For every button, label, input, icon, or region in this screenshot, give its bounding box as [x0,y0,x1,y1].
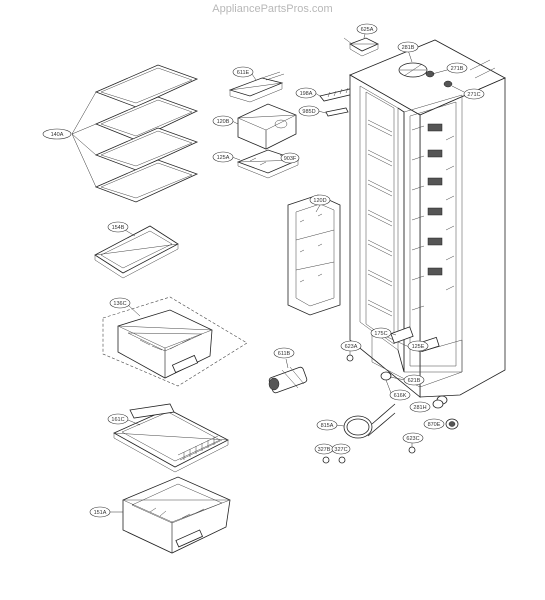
callout-271C: 271C [463,88,485,100]
glass-shelf-1[interactable] [94,64,199,108]
callout-label-151A: 151A [94,510,107,516]
callout-label-903F: 903F [284,156,297,162]
callout-label-625A: 625A [361,27,374,33]
callout-label-271B: 271B [451,66,464,72]
callout-label-154B: 154B [112,225,125,231]
drawer-cover[interactable] [113,403,229,473]
callout-label-120B: 120B [217,119,230,125]
callout-611E: 611E [232,66,254,78]
callout-815A: 815A [316,419,338,431]
callout-label-815A: 815A [321,423,334,429]
watermark: AppliancePartsPros.com [212,3,333,15]
callout-125E: 125E [407,340,429,352]
ice-maker-cover[interactable] [237,103,297,150]
callout-label-870E: 870E [428,422,441,428]
glass-shelf-4[interactable] [94,159,199,203]
callout-label-616K: 616K [394,393,407,399]
callout-label-621B: 621B [408,378,421,384]
callout-140A: 140A [42,128,72,140]
callout-label-140A: 140A [51,132,64,138]
callout-625A: 625A [356,23,378,35]
callout-label-623C: 623C [406,436,419,442]
fan-part-281H[interactable] [432,399,444,409]
callout-label-175C: 175C [374,331,387,337]
callout-label-161C: 161C [111,417,124,423]
callout-label-327B: 327B [318,447,331,453]
callout-161C: 161C [107,413,129,425]
callout-616K: 616K [389,389,411,401]
callout-623C: 623C [402,432,424,444]
callout-327C: 327C [331,443,351,455]
callout-label-281H: 281H [413,405,426,411]
cap-327B[interactable] [322,456,330,464]
rear-panel[interactable] [287,194,341,316]
callout-271B: 271B [446,62,468,74]
callout-870E: 870E [423,418,445,430]
callout-985D: 985D [298,105,320,117]
callout-label-611B: 611B [278,351,291,357]
callout-198A: 198A [295,87,317,99]
screw-623A[interactable] [346,354,354,362]
callout-120D: 120D [309,194,331,206]
callout-281B: 281B [397,41,419,53]
drain-coil[interactable] [343,403,396,439]
callout-label-985D: 985D [302,109,315,115]
shelf-frame[interactable] [94,225,179,279]
callout-125A: 125A [212,151,234,163]
duct-part[interactable] [228,71,285,103]
screw-623C[interactable] [408,446,416,454]
glass-shelf-3[interactable] [94,127,199,171]
callout-label-611E: 611E [237,70,250,76]
callout-154B: 154B [107,221,129,233]
tape-part[interactable] [325,107,349,117]
callout-120B: 120B [212,115,234,127]
fan-motor-870E[interactable] [445,418,459,430]
callout-175C: 175C [370,327,392,339]
callout-label-125A: 125A [217,155,230,161]
callout-label-327C: 327C [334,447,347,453]
callout-label-271C: 271C [467,92,480,98]
glass-shelf-2[interactable] [94,96,199,141]
vegetable-drawer[interactable] [122,476,231,554]
callout-136C: 136C [109,297,131,309]
top-bracket-part[interactable] [343,37,379,57]
crisper-drawer[interactable] [117,309,213,379]
callout-label-281B: 281B [402,45,415,51]
callout-label-198A: 198A [300,91,313,97]
callout-151A: 151A [89,506,111,518]
callout-label-136C: 136C [113,301,126,307]
callout-611B: 611B [273,347,295,359]
callout-label-125E: 125E [412,344,425,350]
callout-label-120D: 120D [313,198,326,204]
callout-327B: 327B [314,443,334,455]
refrigerator-cabinet[interactable] [349,39,506,405]
callout-903F: 903F [280,152,300,164]
callout-281H: 281H [409,401,431,413]
callout-621B: 621B [403,374,425,386]
callout-label-623A: 623A [345,344,358,350]
callout-623A: 623A [340,340,362,352]
damper-assembly[interactable] [268,366,308,394]
cap-327C[interactable] [338,456,346,464]
